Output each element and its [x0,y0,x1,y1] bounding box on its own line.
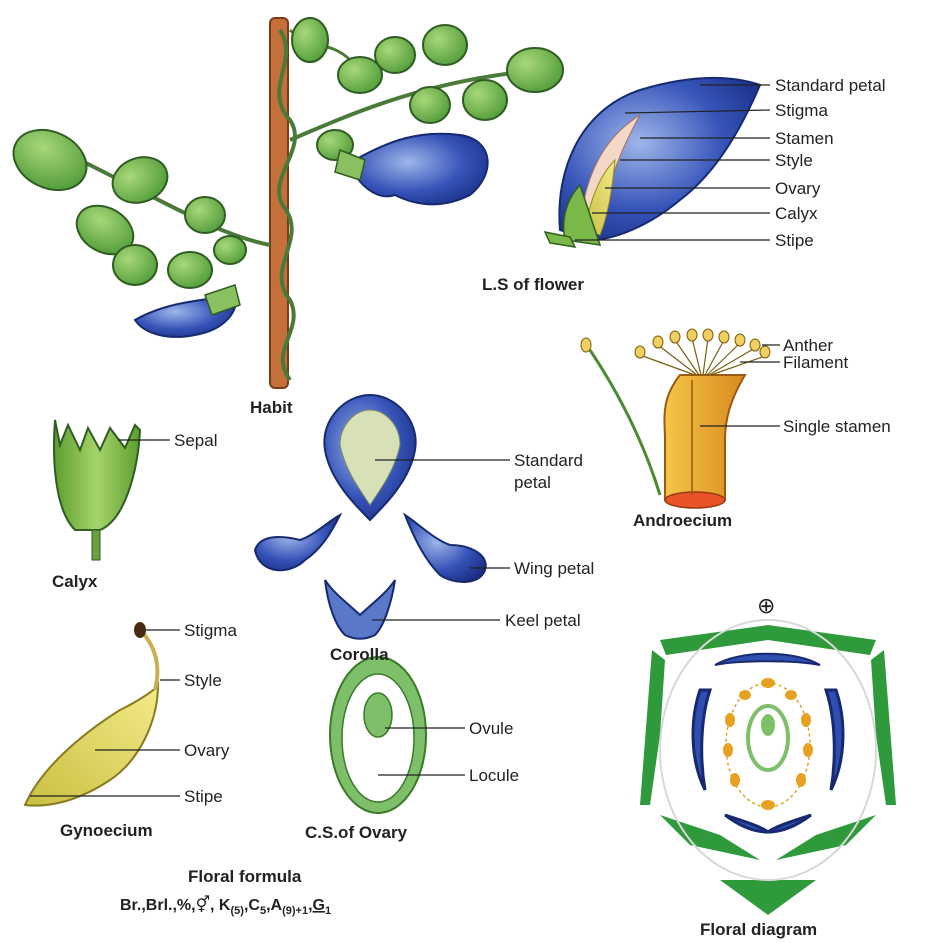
floral-formula: Br.,Brl.,%,⚥, K(5),C5,A(9)+1,G1 [120,895,331,917]
leaf [338,57,382,93]
support-stick [270,18,288,388]
ls-label-style: Style [775,151,813,170]
leaf [410,87,450,123]
ls-flower-illustration [545,78,760,247]
ls-label-stamen: Stamen [775,129,834,148]
habit-illustration [4,18,563,388]
corolla-illustration [255,395,486,639]
label-keel-petal: Keel petal [505,611,581,630]
label-gyn-stigma: Stigma [184,621,237,640]
leaf [185,197,225,233]
label-locule: Locule [469,766,519,785]
floral-formula-title: Floral formula [188,867,302,886]
leaf [463,80,507,120]
caption-floral-diagram: Floral diagram [700,920,817,939]
ls-label-standard-petal: Standard petal [775,76,886,95]
leaf [214,236,246,264]
mother-axis-symbol: ⊕ [757,594,775,619]
caption-androecium: Androecium [633,511,732,530]
gynoecium-ovary [25,685,158,806]
label-gyn-style: Style [184,671,222,690]
floral-diagram [640,620,896,915]
ls-label-stigma: Stigma [775,101,828,120]
androecium-illustration [581,329,770,508]
leaf [4,119,97,202]
single-stamen-filament [590,350,660,495]
staminal-tube [664,375,745,500]
ls-label-ovary: Ovary [775,179,821,198]
cs-ovary-illustration [330,657,426,813]
ovule-shape [364,693,392,737]
ls-label-stipe: Stipe [775,231,814,250]
ls-label-calyx: Calyx [775,204,818,223]
gynoecium-stigma [134,622,146,638]
label-filament: Filament [783,353,848,372]
label-single-stamen: Single stamen [783,417,891,436]
leaf [292,18,328,62]
wing-petal-right [405,515,486,582]
caption-calyx: Calyx [52,572,98,591]
leaf [113,245,157,285]
wing-petal-left [255,515,340,570]
leaf [375,37,415,73]
leaf [168,252,212,288]
gynoecium-illustration [25,622,158,806]
label-standard-petal-2: petal [514,473,551,492]
label-standard: Standard [514,451,583,470]
label-sepal: Sepal [174,431,217,450]
caption-cs-ovary: C.S.of Ovary [305,823,408,842]
habit-flower [355,134,488,205]
caption-habit: Habit [250,398,293,417]
calyx-illustration [54,420,140,560]
keel-petal [325,580,395,639]
habit-flower-calyx [335,150,365,180]
label-gyn-stipe: Stipe [184,787,223,806]
caption-gynoecium: Gynoecium [60,821,153,840]
label-ovule: Ovule [469,719,513,738]
caption-ls-flower: L.S of flower [482,275,584,294]
anthers [635,329,770,358]
leaf [507,48,563,92]
caption-corolla: Corolla [330,645,389,664]
label-wing-petal: Wing petal [514,559,594,578]
gynoecium-style [142,632,157,690]
leaf [423,25,467,65]
label-gyn-ovary: Ovary [184,741,230,760]
